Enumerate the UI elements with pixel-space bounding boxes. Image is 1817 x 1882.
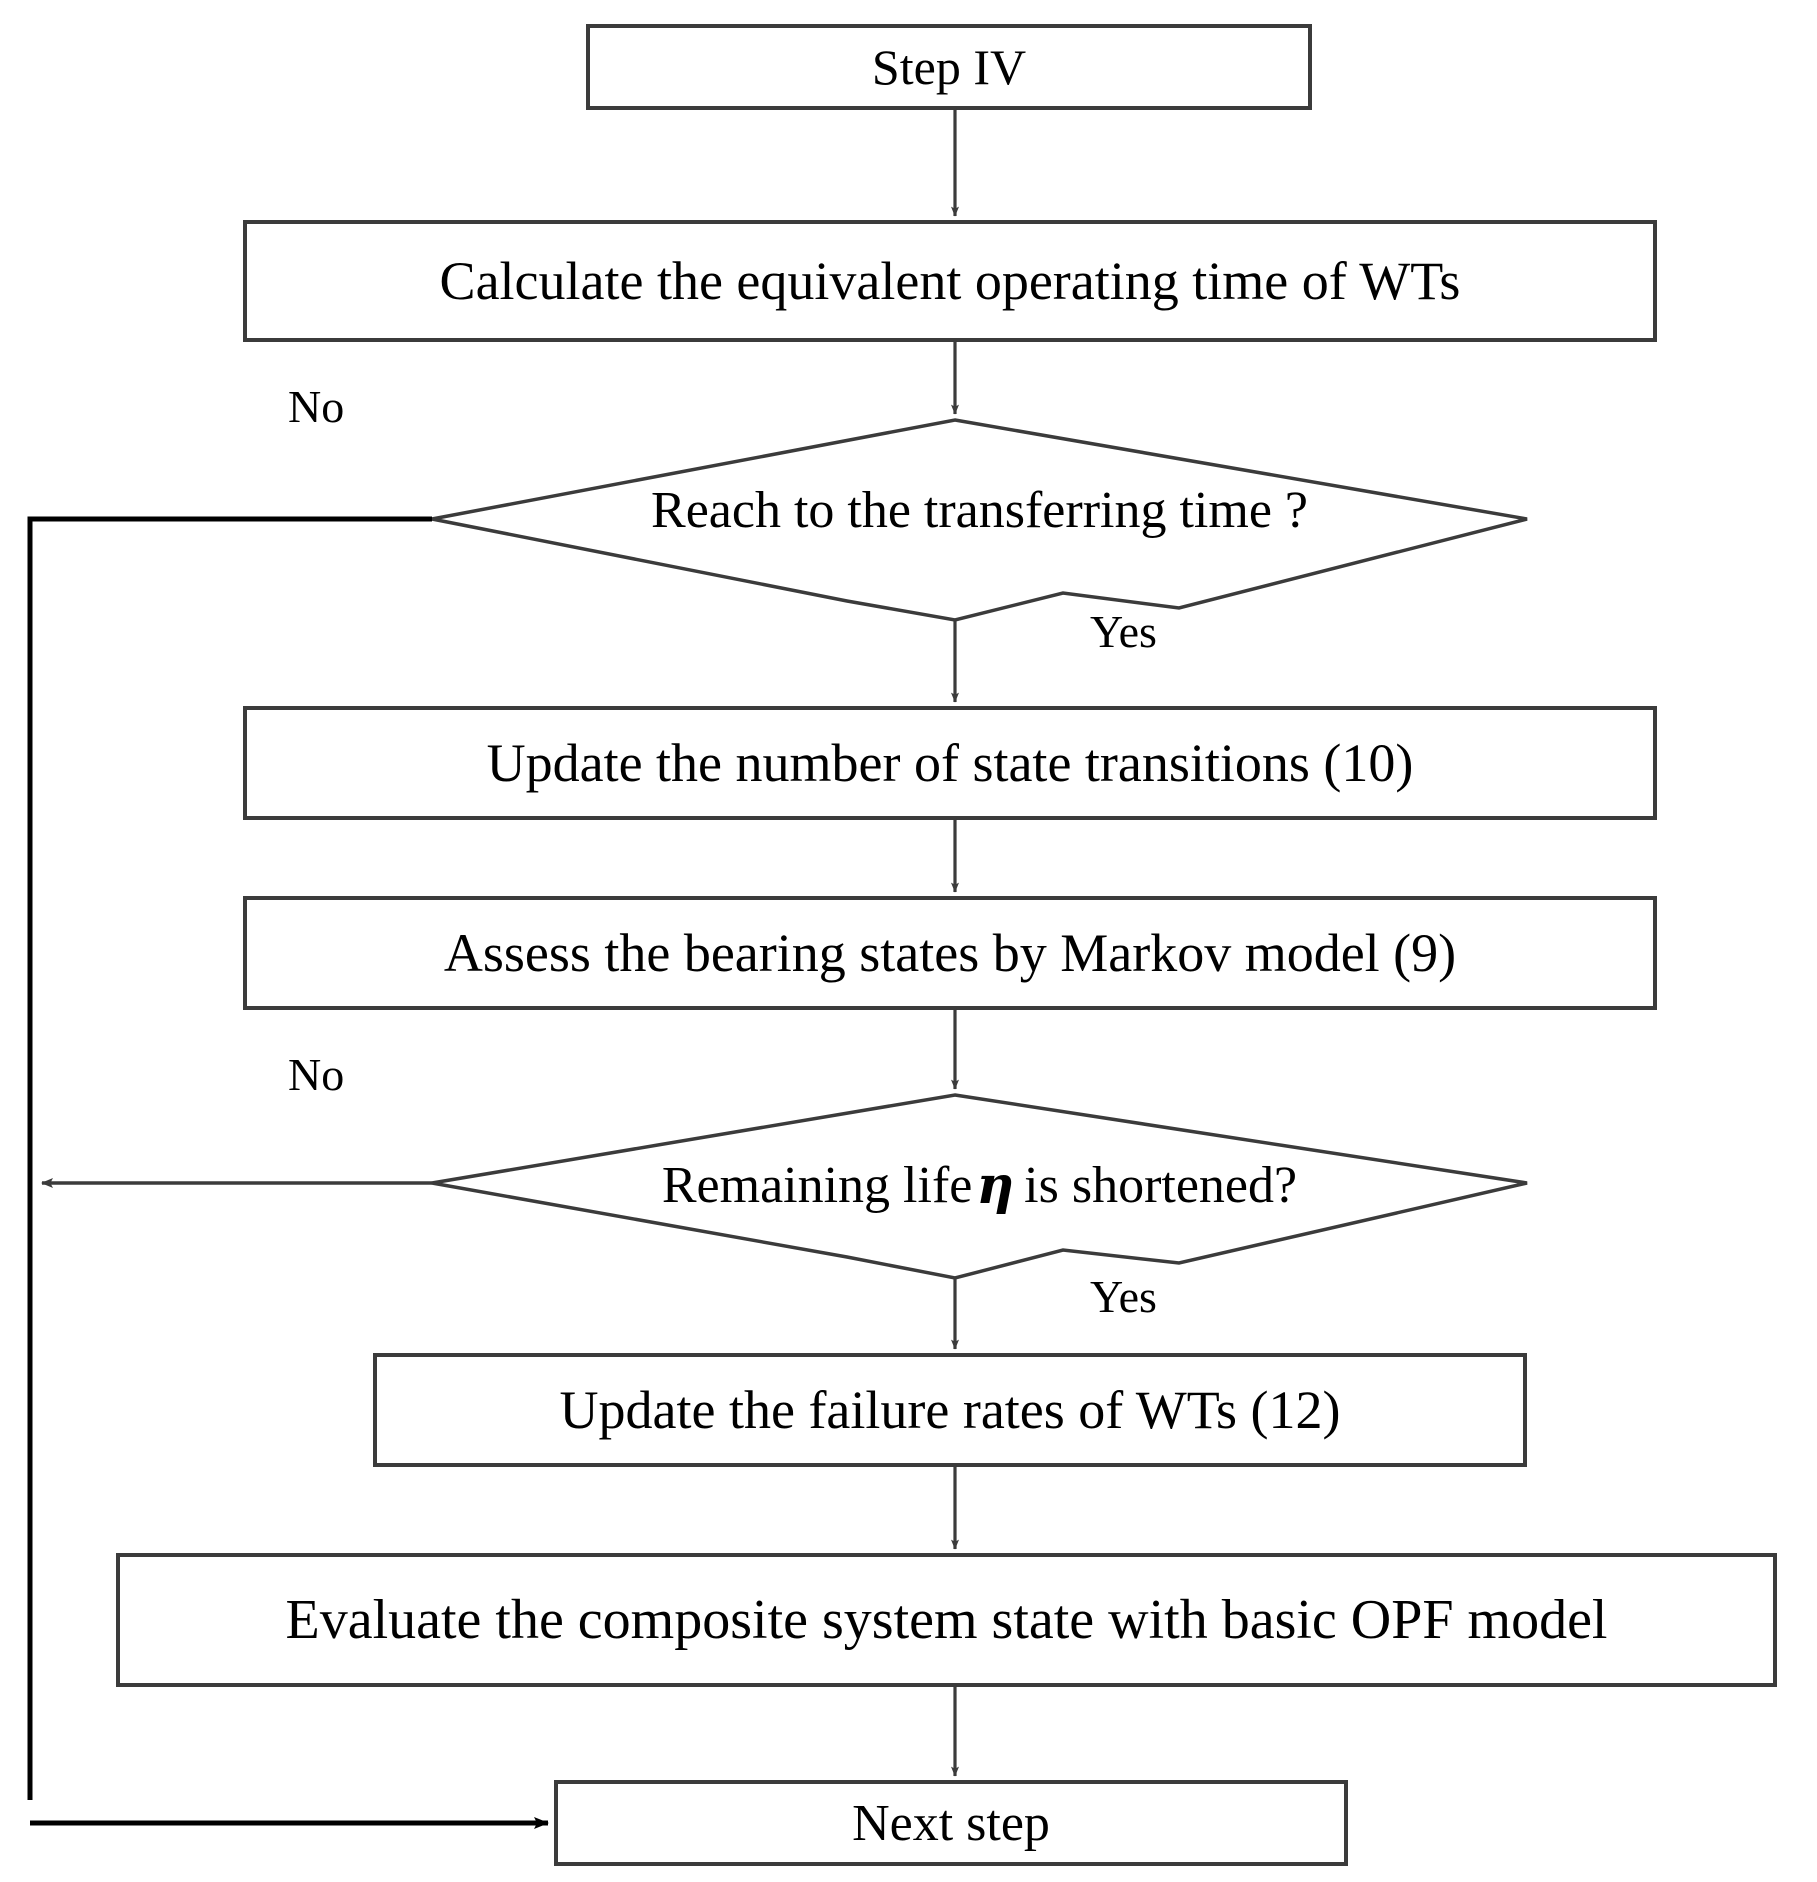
edge-label-no-transfer: No (288, 381, 345, 432)
node-update-state-transitions: Update the number of state transitions (… (245, 708, 1655, 818)
shape-assess-bearing-states (243, 896, 1657, 1010)
node-calc-equiv-time-label: Calculate the equivalent operating time … (439, 251, 1461, 311)
shape-update-failure-rates (373, 1353, 1527, 1467)
node-assess-bearing-states-label: Assess the bearing states by Markov mode… (443, 923, 1457, 983)
node-update-failure-rates-label: Update the failure rates of WTs (12) (559, 1380, 1341, 1440)
connector-decision1-no-branch (27, 516, 432, 1800)
shape-step-iv (586, 24, 1312, 110)
node-next-step-label: Next step (852, 1794, 1050, 1852)
shape-next-step (554, 1780, 1348, 1866)
node-remaining-life: Remaining life η is shortened? (432, 1145, 1527, 1225)
node-calc-equiv-time: Calculate the equivalent operating time … (245, 222, 1655, 340)
node-remaining-life-suffix: is shortened? (1024, 1156, 1298, 1214)
node-next-step: Next step (556, 1782, 1346, 1864)
node-evaluate-opf: Evaluate the composite system state with… (118, 1555, 1775, 1685)
node-step-iv-label: Step IV (871, 39, 1027, 95)
node-step-iv: Step IV (588, 26, 1310, 108)
edge-label-yes-transfer: Yes (1090, 606, 1157, 657)
node-evaluate-opf-label: Evaluate the composite system state with… (285, 1589, 1608, 1651)
edge-label-no-life: No (288, 1049, 345, 1100)
shape-update-state-transitions (243, 706, 1657, 820)
node-assess-bearing-states: Assess the bearing states by Markov mode… (245, 898, 1655, 1008)
node-remaining-life-prefix: Remaining life (661, 1156, 973, 1214)
shape-evaluate-opf (116, 1553, 1777, 1687)
node-reach-transfer-time-label: Reach to the transferring time ? (651, 481, 1308, 539)
node-remaining-life-symbol: η (976, 1154, 1015, 1216)
shape-reach-transfer-time (431, 418, 1528, 622)
shape-calc-equiv-time (243, 220, 1657, 342)
edge-label-yes-life: Yes (1090, 1271, 1157, 1322)
node-update-failure-rates: Update the failure rates of WTs (12) (375, 1355, 1525, 1465)
shape-remaining-life (431, 1093, 1528, 1280)
node-update-state-transitions-label: Update the number of state transitions (… (486, 733, 1414, 793)
node-reach-transfer-time: Reach to the transferring time ? (432, 470, 1527, 550)
